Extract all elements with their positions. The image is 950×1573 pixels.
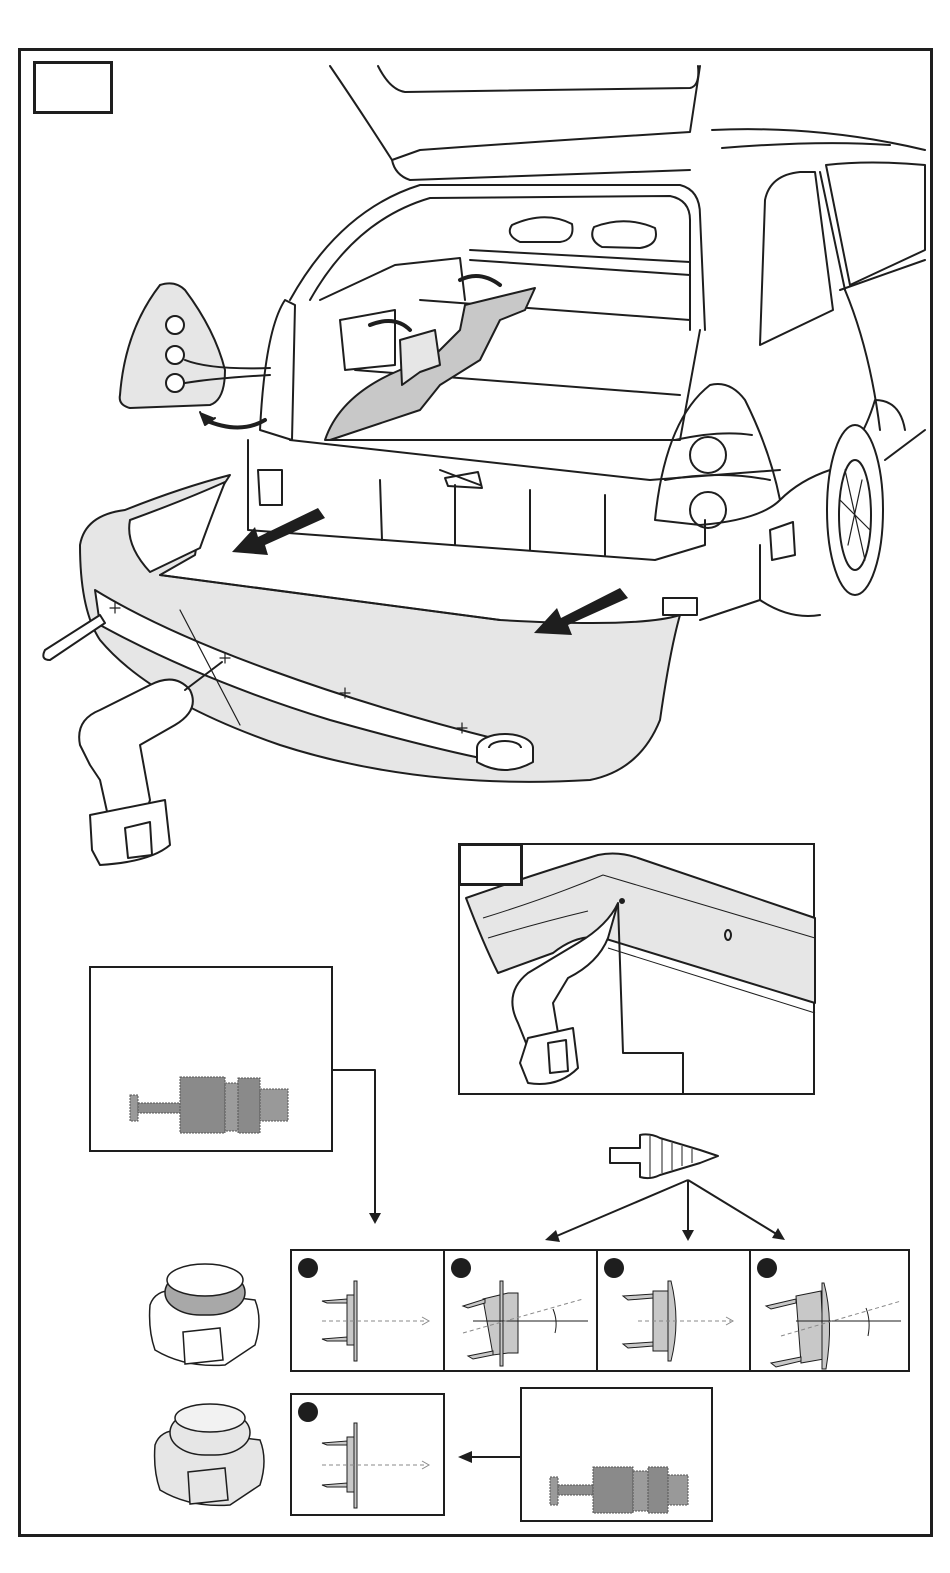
- variant-dot: [604, 1258, 624, 1278]
- mounting-option-4: [749, 1249, 910, 1372]
- mounting-option-1: [290, 1249, 445, 1372]
- sensor-variant-b-part: [550, 1465, 690, 1515]
- connector-line-a: [333, 1070, 375, 1215]
- sensor-housing-b: [150, 1400, 270, 1510]
- clip-flat-straight: [322, 1281, 442, 1361]
- variant-dot: [757, 1258, 777, 1278]
- mounting-option-3: [596, 1249, 751, 1372]
- branch-arrow-right: [688, 1180, 778, 1235]
- variant-dot: [298, 1402, 318, 1422]
- clip-curved-angled: [766, 1281, 906, 1371]
- mounting-option-2: [443, 1249, 598, 1372]
- branch-arrow-left: [552, 1180, 688, 1238]
- variant-dot: [298, 1258, 318, 1278]
- variant-dot: [451, 1258, 471, 1278]
- sensor-variant-a-part: [130, 1075, 290, 1135]
- clip-flat-straight-b: [322, 1423, 442, 1503]
- step-drill-bit: [610, 1134, 718, 1178]
- clip-curved-straight: [623, 1276, 743, 1366]
- mounting-option-5: [290, 1393, 445, 1516]
- clip-flat-angled: [463, 1281, 593, 1361]
- sensor-housing-a: [145, 1260, 265, 1370]
